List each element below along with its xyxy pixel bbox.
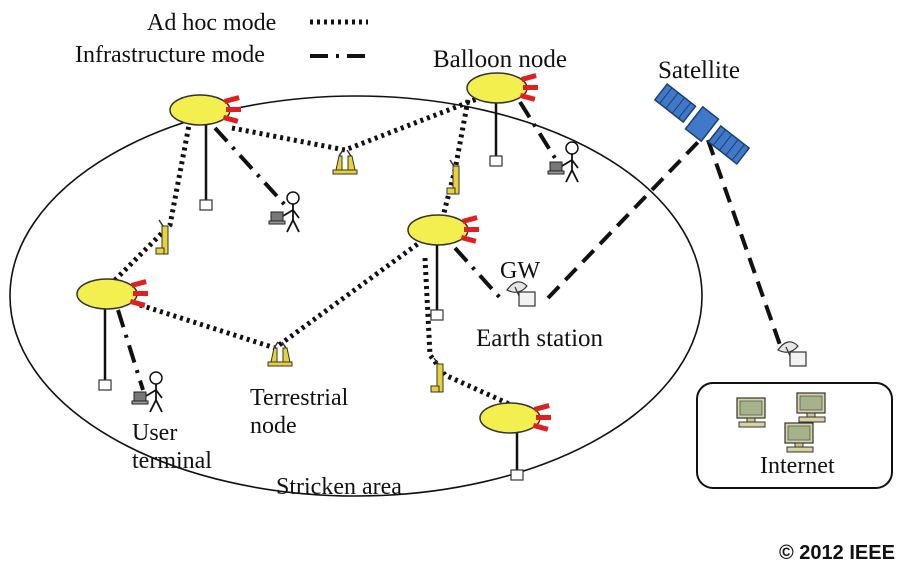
copyright-notice: © 2012 IEEE — [779, 542, 895, 564]
terrestrial-node-1 — [332, 149, 358, 175]
terrestrial-node-label-line2: node — [250, 413, 297, 439]
balloon-node-3 — [407, 214, 480, 321]
balloon-node-label: Balloon node — [433, 46, 567, 73]
balloon-node-4 — [76, 278, 149, 391]
terrestrial-node-5 — [430, 357, 444, 393]
legend-adhoc-label: Ad hoc mode — [147, 10, 276, 36]
user-terminal-label-line2: terminal — [132, 448, 212, 474]
computer-icon — [784, 422, 814, 453]
balloon-node-1 — [169, 94, 242, 211]
gw-label: GW — [500, 258, 540, 284]
balloon-node-5 — [479, 402, 552, 481]
user-terminal-2 — [547, 141, 579, 183]
user-terminal-label-line1: User — [132, 420, 177, 446]
balloon-node-2 — [466, 72, 539, 167]
terrestrial-node-label-line1: Terrestrial — [250, 385, 349, 411]
earth-station-dish — [506, 281, 536, 307]
terrestrial-node-3 — [155, 219, 169, 255]
legend-infra-label: Infrastructure mode — [75, 42, 265, 68]
user-terminal-1 — [268, 191, 300, 233]
internet-label: Internet — [760, 453, 835, 479]
satellite-label: Satellite — [658, 57, 740, 84]
ground-station-dish — [777, 341, 807, 367]
satellite-icon — [653, 83, 751, 165]
stricken-area-label: Stricken area — [276, 474, 402, 500]
infra-links — [116, 100, 782, 391]
earth-station-label: Earth station — [476, 325, 604, 352]
computer-icon — [736, 397, 766, 428]
internet-box — [696, 382, 893, 489]
computer-icon — [796, 392, 826, 423]
legend: Ad hoc mode Infrastructure mode — [75, 10, 372, 68]
user-terminal-3 — [131, 371, 163, 413]
stricken-area-boundary — [9, 95, 703, 497]
